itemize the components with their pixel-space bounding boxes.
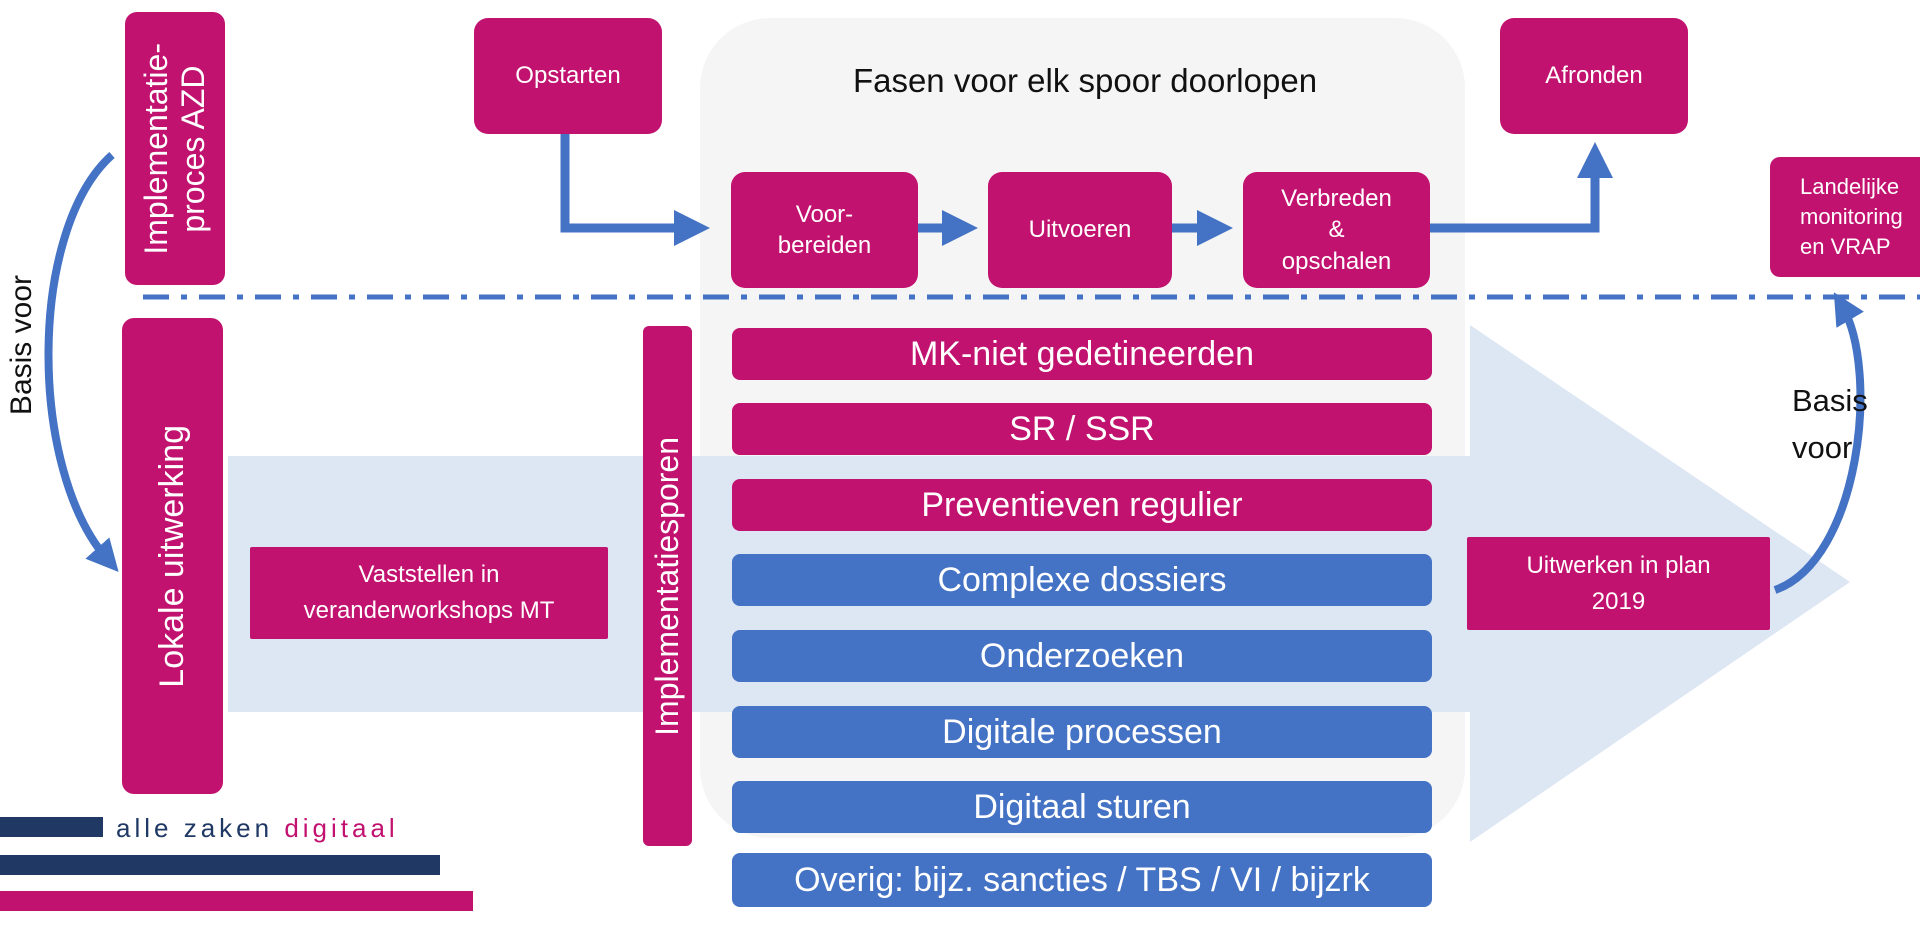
logo-wordmark: alle zaken digitaal: [116, 813, 399, 844]
track-item: Onderzoeken: [732, 630, 1432, 682]
workshop-box: Vaststellen in veranderworkshops MT: [250, 547, 608, 639]
logo-bar-magenta: [0, 891, 473, 911]
phase-start-box: Opstarten: [474, 18, 662, 134]
track-item: Digitaal sturen: [732, 781, 1432, 833]
implementation-process-box: Implementatie- proces AZD: [125, 12, 225, 285]
local-elaboration-box: Lokale uitwerking: [122, 318, 223, 794]
right-basis-label: Basis voor: [1792, 383, 1868, 465]
logo: alle zaken digitaal: [0, 813, 480, 915]
logo-word-digitaal: digitaal: [284, 813, 399, 843]
implementation-process-label: Implementatie- proces AZD: [138, 42, 211, 255]
implementation-tracks-label: Implementatiesporen: [649, 436, 685, 736]
track-item: Complexe dossiers: [732, 554, 1432, 606]
right-basis-arrow: [1773, 292, 1865, 594]
phases-title: Fasen voor elk spoor doorlopen: [852, 62, 1318, 99]
phase-finish-box: Afronden: [1500, 18, 1688, 134]
national-monitoring-box: Landelijke monitoring en VRAP: [1770, 157, 1920, 277]
track-item: Digitale processen: [732, 706, 1432, 758]
plan-2019-box: Uitwerken in plan 2019: [1467, 537, 1770, 630]
left-basis-label-wrap: Basis voor: [2, 250, 42, 440]
track-item: SR / SSR: [732, 403, 1432, 455]
phase-prepare-box: Voor- bereiden: [731, 172, 918, 288]
left-basis-label: Basis voor: [5, 274, 38, 416]
scale-to-finish-arrow: [1430, 142, 1613, 233]
phase-execute-box: Uitvoeren: [988, 172, 1172, 288]
local-elaboration-label: Lokale uitwerking: [153, 424, 191, 688]
logo-bar-navy-short: [0, 817, 103, 837]
left-basis-arrow: [44, 152, 119, 572]
logo-bar-navy-long: [0, 855, 440, 875]
start-to-prepare-arrow: [560, 134, 710, 246]
track-item: Preventieven regulier: [732, 479, 1432, 531]
phase-scale-box: Verbreden & opschalen: [1243, 172, 1430, 288]
logo-word-alle-zaken: alle zaken: [116, 813, 274, 843]
implementation-tracks-box: Implementatiesporen: [643, 326, 692, 846]
track-item: Overig: bijz. sancties / TBS / VI / bijz…: [732, 853, 1432, 907]
track-item: MK-niet gedetineerden: [732, 328, 1432, 380]
